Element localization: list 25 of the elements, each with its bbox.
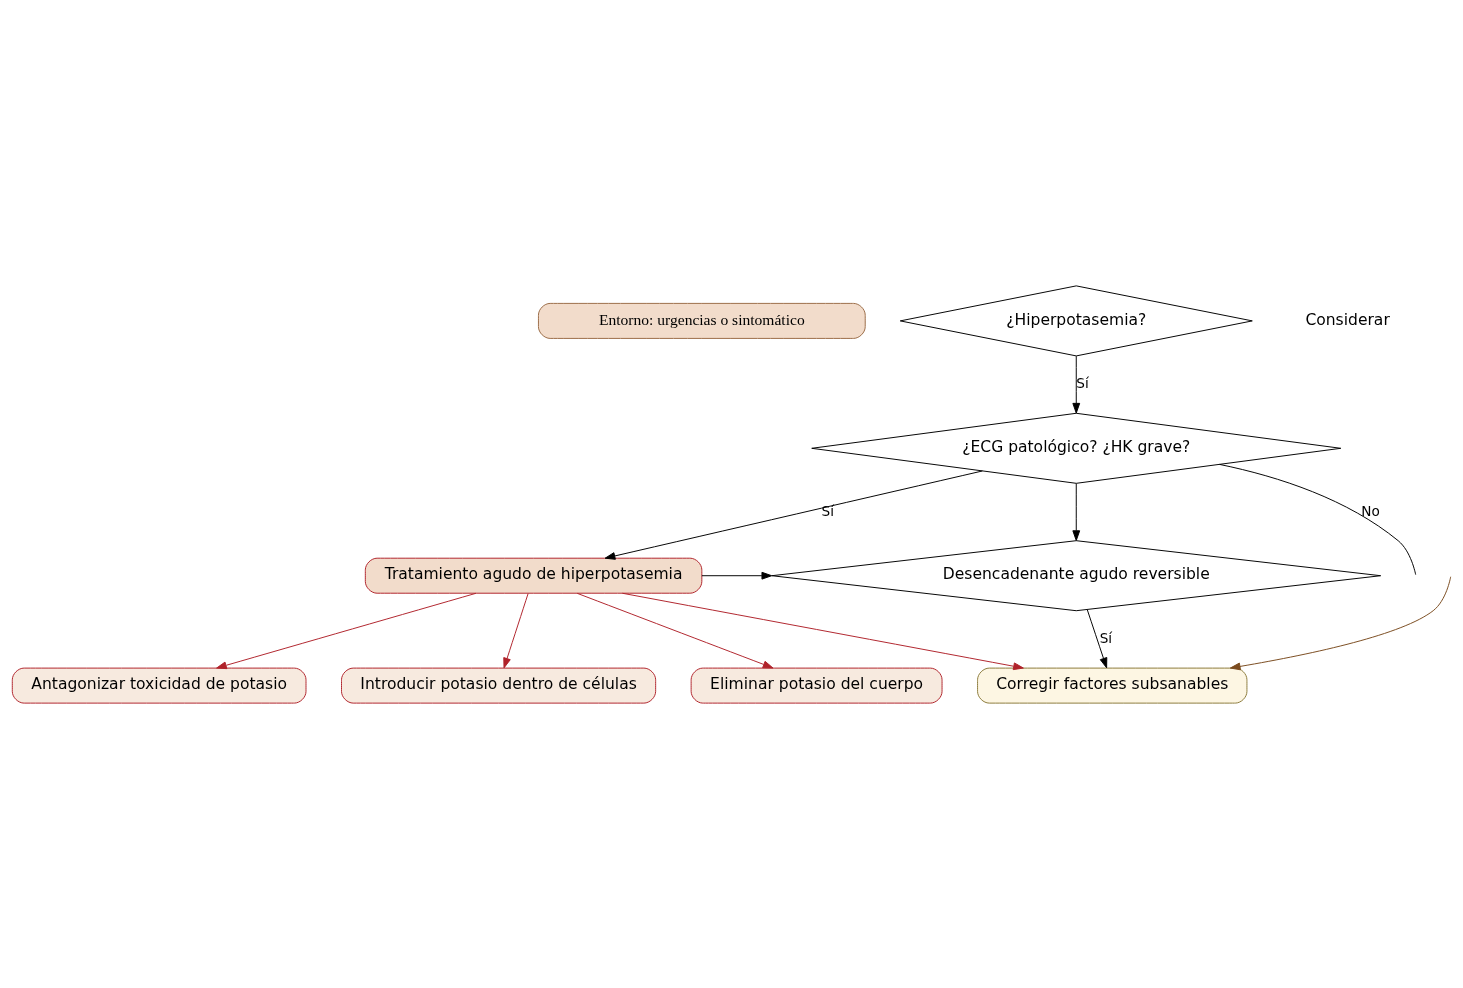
arrow — [503, 592, 529, 668]
node-box: Eliminar potasio del cuerpo — [690, 667, 943, 704]
arrow — [701, 571, 773, 580]
edge-label: Sí — [1076, 374, 1089, 391]
arrow — [621, 592, 1024, 670]
arrow — [216, 592, 477, 669]
node-box: Tratamiento agudo de hiperpotasemia — [364, 557, 703, 594]
edge-label: Sí — [821, 502, 834, 519]
node-box: Antagonizar toxicidad de potasio — [11, 667, 307, 704]
arrow — [1086, 608, 1108, 668]
label: Considerar — [1305, 310, 1390, 329]
arrow — [576, 592, 774, 668]
arrow — [1229, 575, 1452, 670]
edge-label: No — [1361, 502, 1380, 519]
node-diamond: Desencadenante agudo reversible — [771, 539, 1382, 611]
node-box: Entorno: urgencias o sintomático — [537, 302, 866, 339]
node-diamond: ¿ECG patológico? ¿HK grave? — [811, 412, 1342, 484]
arrow — [1072, 355, 1081, 414]
arrow — [604, 470, 983, 560]
edge-label: Sí — [1099, 629, 1113, 646]
connector — [1218, 463, 1417, 575]
node-box: Introducir potasio dentro de células — [341, 667, 657, 704]
arrow — [1072, 482, 1081, 541]
node-diamond: ¿Hiperpotasemia? — [899, 284, 1253, 356]
node-box: Corregir factores subsanables — [977, 667, 1248, 704]
